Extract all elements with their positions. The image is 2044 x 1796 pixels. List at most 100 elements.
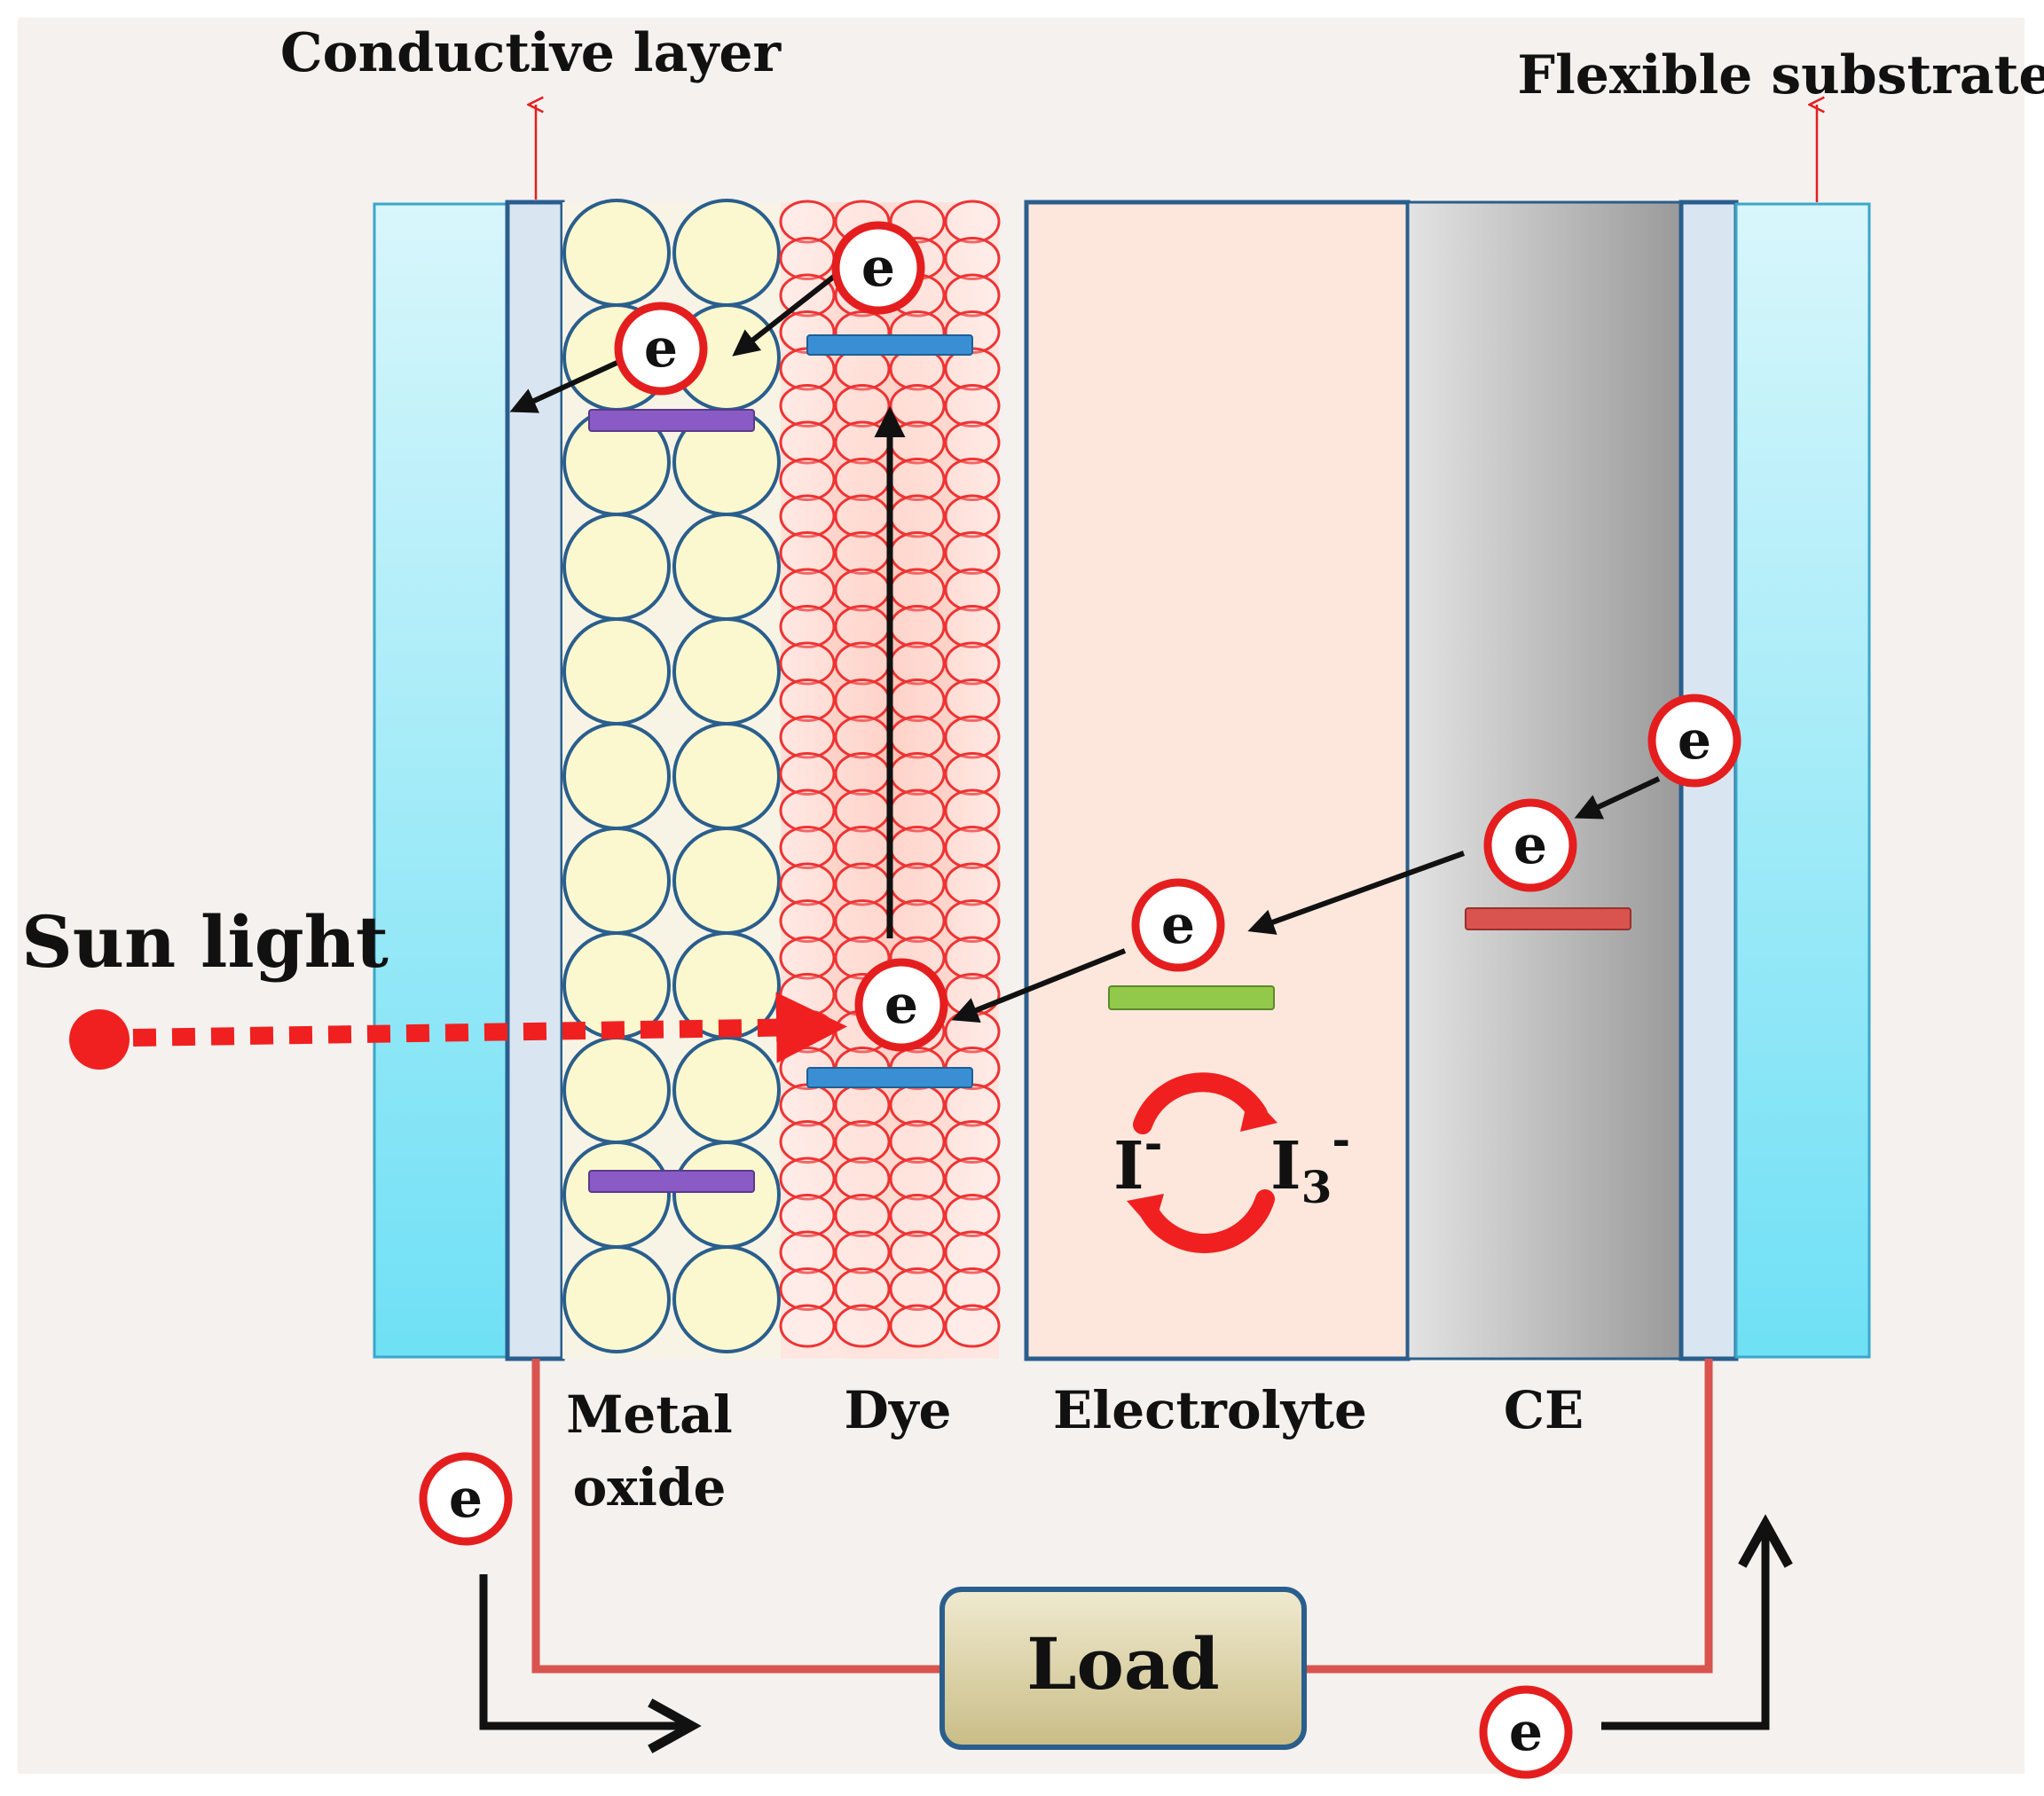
dye-molecule <box>779 605 836 648</box>
dye-molecule <box>944 752 1001 796</box>
iodide-label: I- <box>1113 1117 1162 1204</box>
dye-molecule <box>889 788 946 833</box>
dye-molecule <box>834 899 891 943</box>
dye-molecule <box>779 1157 836 1201</box>
electron-label: e <box>1161 894 1195 956</box>
metal-oxide-particle <box>672 513 781 621</box>
dye-molecule <box>779 973 836 1016</box>
electron-label: e <box>1678 710 1711 772</box>
electron-icon: e <box>1131 878 1225 972</box>
metal-oxide-label-line1: Metal <box>566 1384 733 1445</box>
dye-molecule <box>834 531 891 575</box>
dye-molecule <box>834 1157 891 1201</box>
metal-oxide-particle <box>562 827 671 935</box>
arrow-oxide-to-conductive <box>509 352 636 413</box>
dye-molecule <box>779 641 836 686</box>
dye-molecule <box>889 420 946 465</box>
dye-molecule <box>889 1304 946 1348</box>
right-flexible-substrate <box>1734 202 1871 1359</box>
arrow-ce-to-electrolyte <box>1247 851 1466 935</box>
dye-molecule <box>944 384 1001 427</box>
dye-molecule <box>834 494 891 538</box>
electron-label: e <box>1513 814 1547 876</box>
dye-molecule <box>944 458 1001 501</box>
metal-oxide-level-lower <box>588 1170 755 1193</box>
dye-molecule <box>944 862 1001 906</box>
dye-label: Dye <box>845 1380 952 1440</box>
dye-molecule <box>944 200 1001 244</box>
dye-molecule <box>779 1194 836 1237</box>
metal-oxide-level-upper <box>588 409 755 432</box>
arrow-conductive-to-ce <box>1574 776 1661 820</box>
electron-icon: e <box>1483 798 1577 892</box>
dye-molecule <box>944 420 1001 465</box>
metal-oxide-particle <box>672 617 781 725</box>
dye-molecule <box>779 1083 836 1127</box>
arrow-electrolyte-to-dye <box>951 948 1127 1023</box>
dye-molecule <box>779 494 836 538</box>
dye-molecule <box>779 200 836 244</box>
dye-molecule <box>944 568 1001 612</box>
dye-molecule <box>889 1267 946 1311</box>
dye-molecule <box>834 641 891 686</box>
dye-molecule <box>889 384 946 427</box>
dye-molecule <box>834 826 891 869</box>
dye-molecule <box>889 641 946 686</box>
electron-label: e <box>884 974 918 1036</box>
load-label: Load <box>1026 1622 1219 1706</box>
dye-homo-level <box>806 1067 973 1088</box>
metal-oxide-particle <box>672 1036 781 1144</box>
dye-molecule <box>834 1120 891 1164</box>
dye-molecule <box>944 826 1001 869</box>
dye-molecule <box>834 568 891 612</box>
electron-label: e <box>861 237 895 299</box>
electron-icon: e <box>1647 694 1741 788</box>
dye-molecule <box>779 1120 836 1164</box>
dye-molecule <box>889 715 946 759</box>
metal-oxide-particle <box>562 722 671 830</box>
ce-level <box>1465 907 1631 930</box>
metal-oxide-particle <box>672 199 781 307</box>
dye-molecule <box>944 531 1001 575</box>
dye-molecule <box>779 237 836 280</box>
metal-oxide-particle <box>562 617 671 725</box>
dye-molecule <box>834 1230 891 1274</box>
metal-oxide-particle <box>672 827 781 935</box>
redox-cycle-icon <box>1127 1072 1278 1253</box>
dye-molecule <box>889 1230 946 1274</box>
dye-molecule <box>889 1120 946 1164</box>
electron-icon: e <box>831 221 925 315</box>
dye-molecule <box>944 641 1001 686</box>
dye-molecule <box>779 568 836 612</box>
dye-molecule <box>779 531 836 575</box>
triiodide-label: I3- <box>1270 1113 1350 1213</box>
dye-molecule <box>779 384 836 427</box>
sun-light-ray <box>132 992 847 1063</box>
electrolyte-label: Electrolyte <box>1053 1380 1367 1440</box>
dye-molecule <box>944 1304 1001 1348</box>
dye-molecule <box>944 788 1001 833</box>
electrolyte-layer <box>1024 200 1411 1361</box>
dye-molecule <box>834 715 891 759</box>
dye-molecule <box>779 420 836 465</box>
dye-molecules <box>779 200 1001 1348</box>
dye-molecule <box>889 1083 946 1127</box>
triiodide-base: I <box>1270 1128 1301 1204</box>
dye-molecule <box>834 678 891 722</box>
dye-molecule <box>944 1267 1001 1311</box>
dye-molecule <box>834 605 891 648</box>
dye-molecule <box>834 862 891 906</box>
dye-molecule <box>889 826 946 869</box>
dye-molecule <box>889 458 946 501</box>
dye-molecule <box>779 715 836 759</box>
electron-label: e <box>449 1468 483 1530</box>
dye-molecule <box>889 605 946 648</box>
dye-molecule <box>834 1194 891 1237</box>
sun-source-icon <box>69 1009 130 1070</box>
arrow-dye-to-oxide <box>732 263 849 357</box>
external-wire-left <box>531 1359 942 1674</box>
conductive-layer-label: Conductive layer <box>280 22 782 84</box>
metal-oxide-particle <box>672 722 781 830</box>
dye-molecule <box>944 273 1001 318</box>
